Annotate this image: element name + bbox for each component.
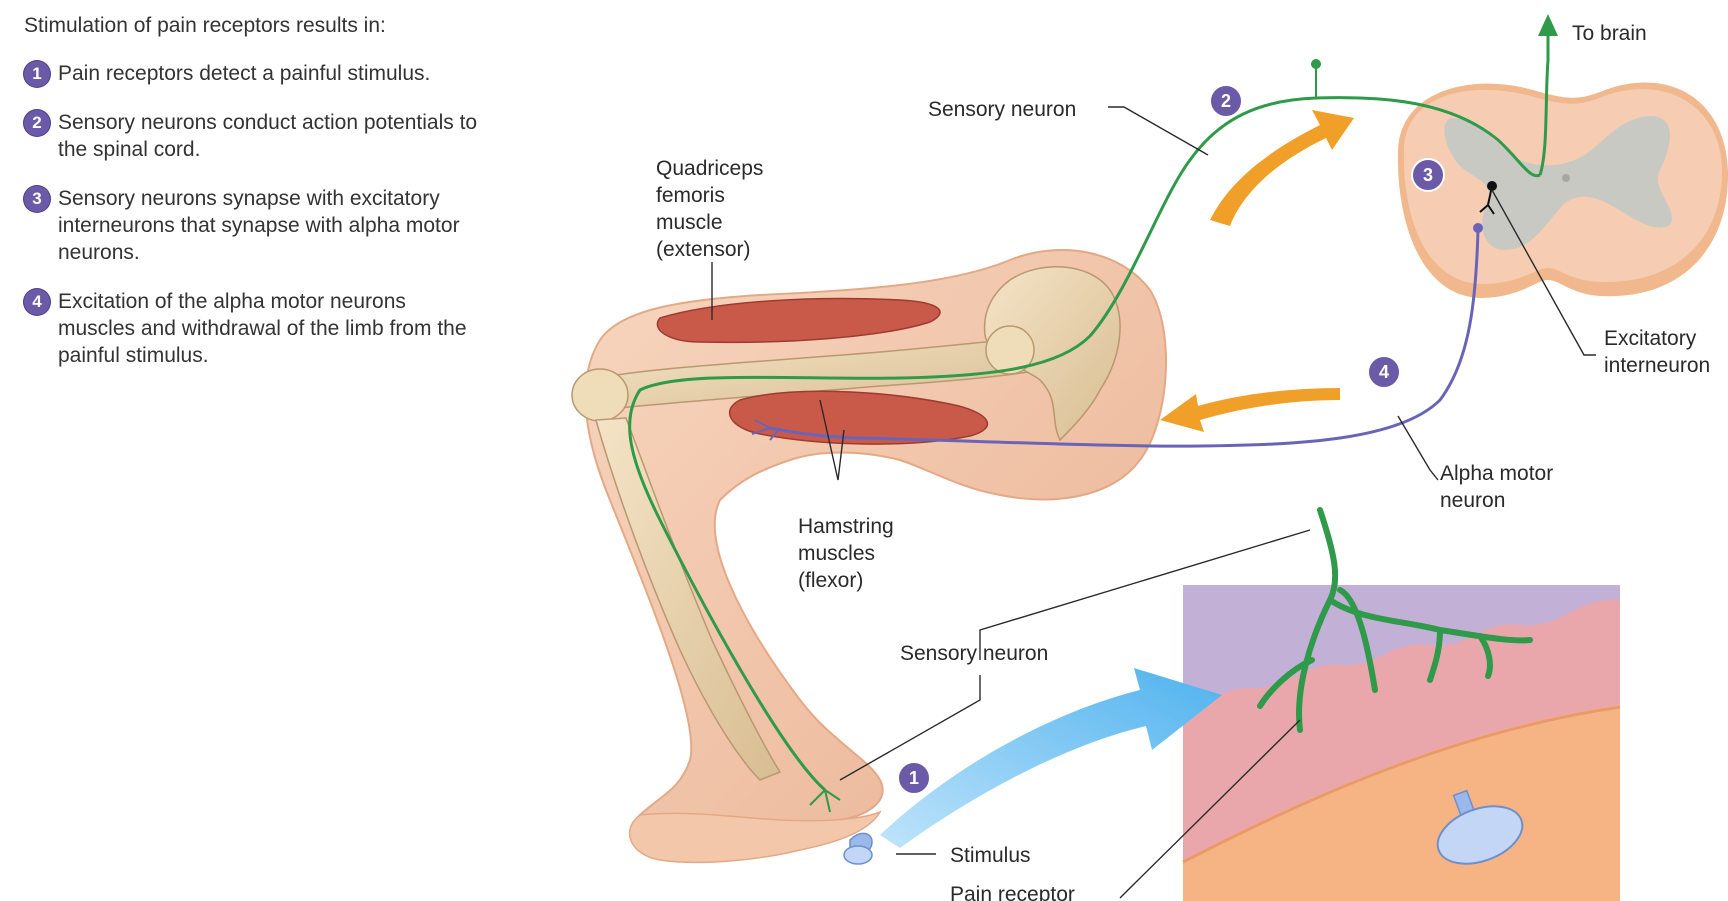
figure-badge-4: 4: [1368, 356, 1400, 388]
figure-badge-3: 3: [1412, 159, 1444, 191]
svg-text:1: 1: [909, 768, 919, 788]
svg-text:2: 2: [1221, 91, 1231, 111]
skin-inset: [1183, 585, 1620, 901]
label-stimulus: Stimulus: [950, 844, 1031, 867]
label-pain-receptor: Pain receptor: [950, 883, 1075, 901]
figure-badge-1: 1: [898, 762, 930, 794]
spinal-cord-section: [1398, 82, 1728, 298]
foot: [630, 812, 880, 862]
label-quadriceps: Quadriceps femoris muscle (extensor): [656, 157, 769, 261]
central-canal: [1562, 174, 1570, 182]
label-excitatory-interneuron: Excitatory interneuron: [1604, 327, 1710, 377]
svg-text:3: 3: [1423, 165, 1433, 185]
stimulus-tack: [844, 833, 872, 864]
knee-joint: [572, 369, 628, 421]
orange-arrow-up: [1210, 110, 1354, 226]
stimulus-arrow: [880, 668, 1222, 848]
label-hamstring: Hamstring muscles (flexor): [798, 515, 900, 592]
to-brain-arrowhead: [1538, 14, 1558, 36]
motor-cell-body: [1473, 223, 1483, 233]
label-to-brain: To brain: [1572, 22, 1647, 45]
label-sensory-neuron-top: Sensory neuron: [928, 98, 1076, 121]
figure-badge-2: 2: [1210, 85, 1242, 117]
sensory-cell-body: [1311, 59, 1321, 69]
label-alpha-motor-neuron: Alpha motor neuron: [1440, 462, 1559, 512]
svg-text:4: 4: [1379, 362, 1389, 382]
orange-arrow-left: [1160, 388, 1340, 432]
label-sensory-neuron-bottom: Sensory neuron: [900, 642, 1048, 665]
